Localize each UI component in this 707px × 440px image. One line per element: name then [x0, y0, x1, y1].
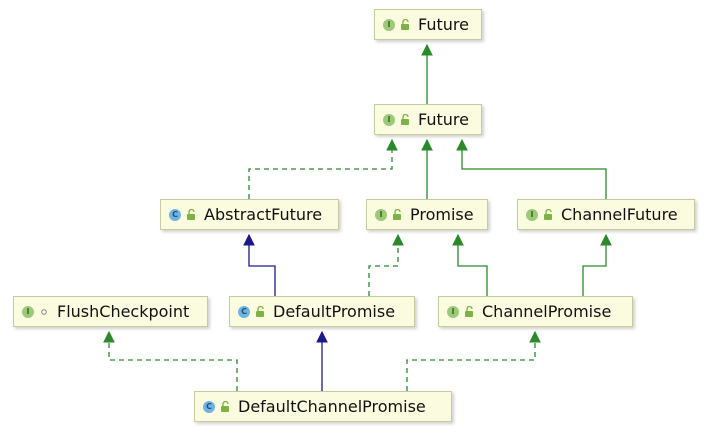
edge-defaultchannelpromise-to-flushcheckpoint	[103, 330, 238, 391]
interface-icon: I	[383, 18, 395, 31]
node-future-mid[interactable]: I Future	[374, 104, 482, 135]
edge-defaultpromise-to-promise	[368, 233, 404, 296]
interface-icon: I	[375, 208, 387, 221]
node-default-channel-promise[interactable]: C DefaultChannelPromise	[194, 391, 452, 422]
node-label: ChannelPromise	[482, 302, 612, 321]
edge-abstractfuture-to-future	[248, 138, 398, 199]
class-icon: C	[238, 305, 250, 318]
node-label: Future	[418, 15, 469, 34]
node-label: FlushCheckpoint	[57, 302, 190, 321]
class-icon: C	[203, 400, 215, 413]
unlock-icon	[464, 305, 474, 318]
node-abstract-future[interactable]: C AbstractFuture	[160, 199, 339, 230]
node-label: AbstractFuture	[204, 205, 323, 224]
interface-icon: I	[447, 305, 459, 318]
node-default-promise[interactable]: C DefaultPromise	[229, 296, 415, 327]
unlock-icon	[392, 208, 402, 221]
node-future-top[interactable]: I Future	[374, 9, 482, 40]
node-promise[interactable]: I Promise	[366, 199, 488, 230]
edge-channelpromise-to-promise	[452, 233, 488, 296]
interface-icon: I	[526, 208, 538, 221]
package-private-dot-icon	[39, 306, 49, 318]
node-channel-promise[interactable]: I ChannelPromise	[438, 296, 633, 327]
unlock-icon	[543, 208, 553, 221]
node-label: Future	[418, 110, 469, 129]
unlock-icon	[220, 400, 230, 413]
node-label: DefaultPromise	[273, 302, 396, 321]
unlock-icon	[255, 305, 265, 318]
node-label: DefaultChannelPromise	[238, 397, 426, 416]
edge-defaultchannelpromise-to-channelpromise	[406, 330, 541, 391]
interface-icon: I	[383, 113, 395, 126]
unlock-icon	[186, 208, 196, 221]
node-channel-future[interactable]: I ChannelFuture	[517, 199, 695, 230]
unlock-icon	[400, 18, 410, 31]
node-flush-checkpoint[interactable]: I FlushCheckpoint	[13, 296, 208, 327]
unlock-icon	[400, 113, 410, 126]
abstract-class-icon: C	[169, 208, 181, 221]
edge-channelpromise-to-channelfuture	[582, 233, 612, 296]
node-label: ChannelFuture	[561, 205, 678, 224]
interface-icon: I	[22, 305, 34, 318]
edge-channelfuture-to-future	[456, 138, 607, 199]
node-label: Promise	[410, 205, 474, 224]
edge-defaultpromise-to-abstractfuture	[243, 233, 276, 296]
